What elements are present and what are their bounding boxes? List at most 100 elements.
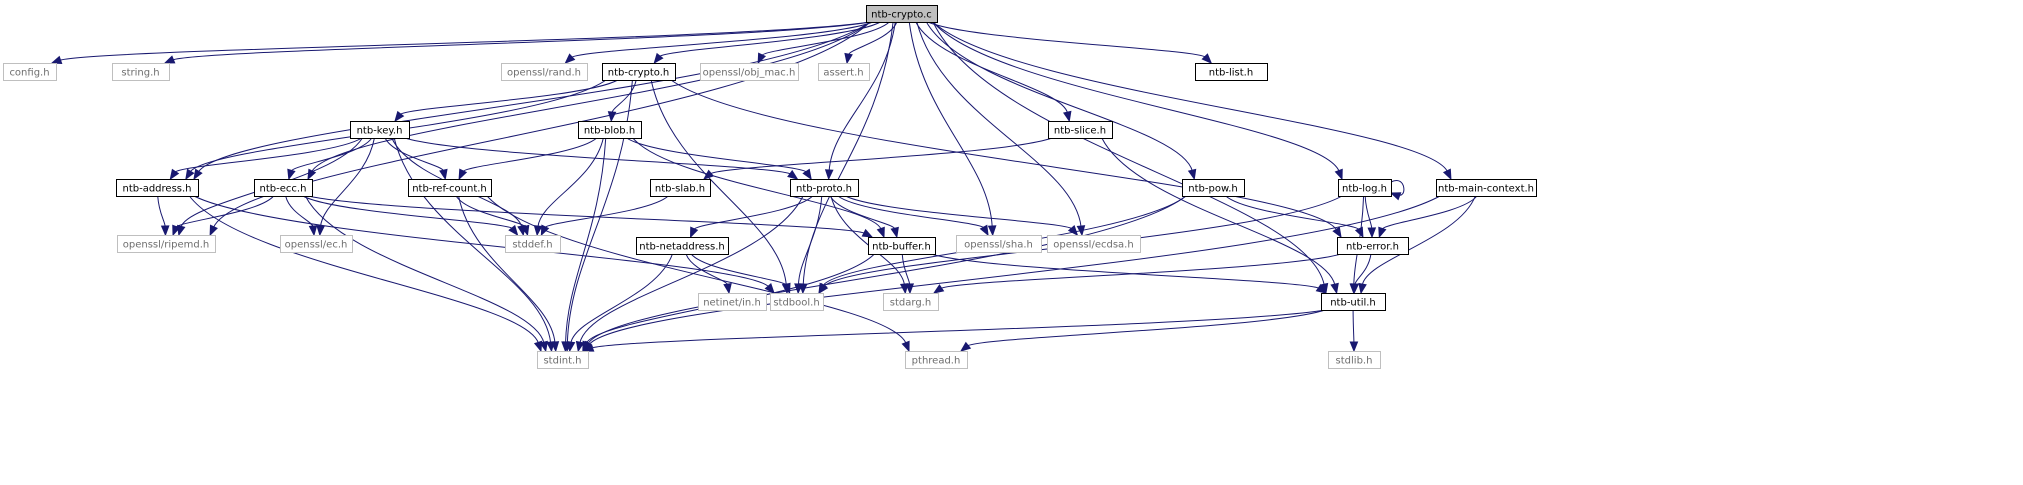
- node-buffer[interactable]: ntb-buffer.h: [868, 237, 936, 255]
- node-log[interactable]: ntb-log.h: [1338, 179, 1392, 197]
- edge-line: [709, 137, 1053, 175]
- node-box: [866, 5, 938, 23]
- edge-blob-to-stdint: [561, 137, 607, 353]
- edge-line: [670, 79, 1338, 231]
- edge-line: [307, 195, 866, 234]
- edge-line: [570, 253, 673, 344]
- edge-line: [632, 137, 882, 230]
- node-label: stdbool.h: [773, 298, 819, 309]
- node-refcount[interactable]: ntb-ref-count.h: [408, 179, 492, 197]
- node-label: ntb-blob.h: [584, 126, 635, 137]
- arrowhead: [177, 224, 186, 237]
- edge-line: [486, 195, 907, 344]
- edge-slab-to-stddef: [540, 195, 669, 237]
- node-box: [1048, 121, 1113, 139]
- node-config: config.h: [3, 63, 57, 81]
- edge-key-to-address: [169, 137, 362, 181]
- edge-line: [761, 21, 890, 57]
- edge-line: [197, 21, 871, 173]
- node-label: ntb-address.h: [122, 184, 191, 195]
- node-list[interactable]: ntb-list.h: [1195, 63, 1268, 81]
- node-label: ntb-crypto.h: [608, 68, 669, 79]
- node-label: ntb-crypto.c: [871, 10, 932, 21]
- edge-util-to-stdlib: [1349, 309, 1359, 353]
- edge-cryptoh-to-key: [394, 79, 619, 123]
- node-box: [636, 237, 729, 255]
- arrowhead: [844, 52, 853, 65]
- arrowhead: [1367, 227, 1377, 239]
- edge-root-to-opensslrand: [564, 21, 874, 64]
- node-ecc[interactable]: ntb-ecc.h: [254, 179, 313, 197]
- edge-line: [175, 195, 275, 228]
- node-label: stddef.h: [512, 240, 552, 251]
- node-proto[interactable]: ntb-proto.h: [790, 179, 859, 197]
- node-label: config.h: [9, 68, 49, 79]
- node-key[interactable]: ntb-key.h: [350, 121, 410, 139]
- node-box: [537, 351, 589, 369]
- arrowhead: [575, 340, 585, 353]
- arrowhead: [1354, 226, 1364, 239]
- edge-root-to-sha: [908, 21, 997, 237]
- edge-line: [588, 195, 1441, 346]
- edge-root-to-log: [932, 21, 1343, 181]
- edge-key-to-proto: [404, 137, 799, 180]
- edge-blob-to-refcount: [458, 137, 598, 181]
- edge-proto-to-stdbool: [794, 195, 823, 295]
- edge-line: [384, 137, 445, 172]
- node-stdlib: stdlib.h: [1328, 351, 1381, 369]
- node-pow[interactable]: ntb-pow.h: [1182, 179, 1245, 197]
- node-box: [698, 293, 767, 311]
- node-cryptoh[interactable]: ntb-crypto.h: [602, 63, 676, 81]
- edge-line: [908, 21, 993, 228]
- edge-line: [930, 253, 1320, 289]
- edge-maincontext-to-error: [1378, 195, 1478, 239]
- edge-line: [579, 195, 804, 344]
- arrowhead: [787, 169, 799, 180]
- edge-netaddress-to-stdint: [566, 253, 673, 353]
- arrowhead: [723, 282, 732, 295]
- edge-refcount-to-pthread: [486, 195, 910, 353]
- node-label: ntb-log.h: [1342, 184, 1387, 195]
- node-label: ntb-pow.h: [1188, 184, 1237, 195]
- node-blob[interactable]: ntb-blob.h: [578, 121, 642, 139]
- node-slab[interactable]: ntb-slab.h: [650, 179, 711, 197]
- arrowhead: [394, 110, 405, 123]
- edge-util-to-pthread: [959, 309, 1326, 352]
- node-box: [3, 63, 57, 81]
- edge-line: [587, 195, 1187, 345]
- node-netaddress[interactable]: ntb-netaddress.h: [636, 237, 729, 255]
- node-box: [1328, 351, 1381, 369]
- edge-line: [189, 195, 540, 344]
- edge-ecc-to-ripemd: [172, 195, 275, 237]
- edge-log-to-log: [1389, 180, 1405, 201]
- node-error[interactable]: ntb-error.h: [1337, 237, 1409, 255]
- node-address[interactable]: ntb-address.h: [116, 179, 199, 197]
- node-box: [770, 293, 824, 311]
- edge-line: [302, 195, 513, 230]
- arrowhead: [1378, 226, 1387, 239]
- arrowhead: [1358, 282, 1367, 295]
- edge-ecc-to-buffer: [307, 195, 874, 238]
- edge-key-to-refcount: [384, 137, 448, 181]
- node-box: [350, 121, 410, 139]
- arrowhead: [979, 224, 989, 237]
- edge-root-to-slice: [915, 21, 1072, 123]
- edge-key-to-ecc: [287, 137, 373, 181]
- arrowhead: [1334, 168, 1343, 181]
- arrowhead: [160, 225, 170, 237]
- node-label: ntb-ecc.h: [260, 184, 307, 195]
- arrowhead: [653, 52, 664, 65]
- edge-line: [626, 137, 808, 173]
- node-slice[interactable]: ntb-slice.h: [1048, 121, 1113, 139]
- node-maincontext[interactable]: ntb-main-context.h: [1436, 179, 1537, 197]
- node-box: [700, 63, 799, 81]
- edge-line: [59, 21, 871, 61]
- edge-address-to-stdint: [189, 195, 543, 353]
- node-box: [1338, 179, 1392, 197]
- edge-proto-to-netaddress: [689, 195, 813, 239]
- edge-line: [172, 21, 871, 61]
- arrowhead: [1062, 110, 1072, 123]
- node-util[interactable]: ntb-util.h: [1321, 293, 1386, 311]
- arrowhead: [566, 340, 576, 353]
- arrowhead: [824, 169, 834, 181]
